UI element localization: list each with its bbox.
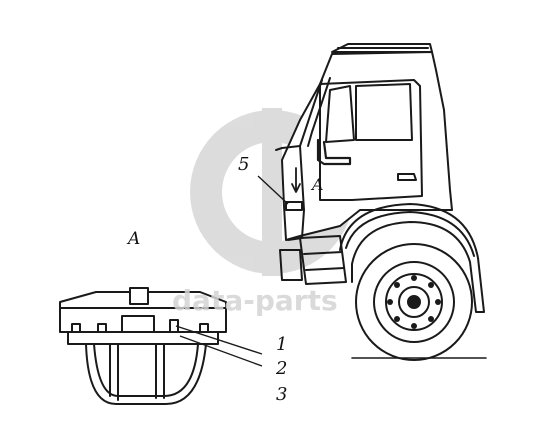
leader-lines xyxy=(175,325,263,367)
front-bumper xyxy=(279,249,303,281)
watermark-text: data-parts xyxy=(172,284,338,317)
truck-cab-drawing xyxy=(275,43,487,361)
mounting-plate xyxy=(67,331,219,345)
callout-3: 3 xyxy=(276,384,287,405)
cab-door xyxy=(319,79,423,201)
leader-line-5 xyxy=(257,175,289,205)
lamp-detail-drawing xyxy=(59,287,227,405)
callout-1: 1 xyxy=(276,334,287,355)
protective-guard xyxy=(85,343,207,405)
position-arrow xyxy=(291,167,301,193)
cab-steps xyxy=(299,235,347,285)
lamp-housing xyxy=(59,291,227,333)
cab-marker-a: A xyxy=(310,175,324,194)
leader-line-2 xyxy=(179,335,263,367)
front-lamp xyxy=(285,201,303,211)
view-label-a: A xyxy=(126,229,140,249)
door-window xyxy=(325,85,355,143)
side-mirror xyxy=(316,138,352,166)
wheel-fender xyxy=(339,203,485,313)
callout-5: 5 xyxy=(238,154,249,175)
cab-body xyxy=(281,51,453,241)
lamp-top-boss xyxy=(129,287,149,305)
leader-line-1 xyxy=(175,325,263,355)
wheel-studs xyxy=(387,275,441,329)
windshield-pillar xyxy=(299,79,323,147)
door-handle xyxy=(397,173,417,181)
cab-front-face xyxy=(281,145,305,241)
callout-2: 2 xyxy=(275,358,287,379)
